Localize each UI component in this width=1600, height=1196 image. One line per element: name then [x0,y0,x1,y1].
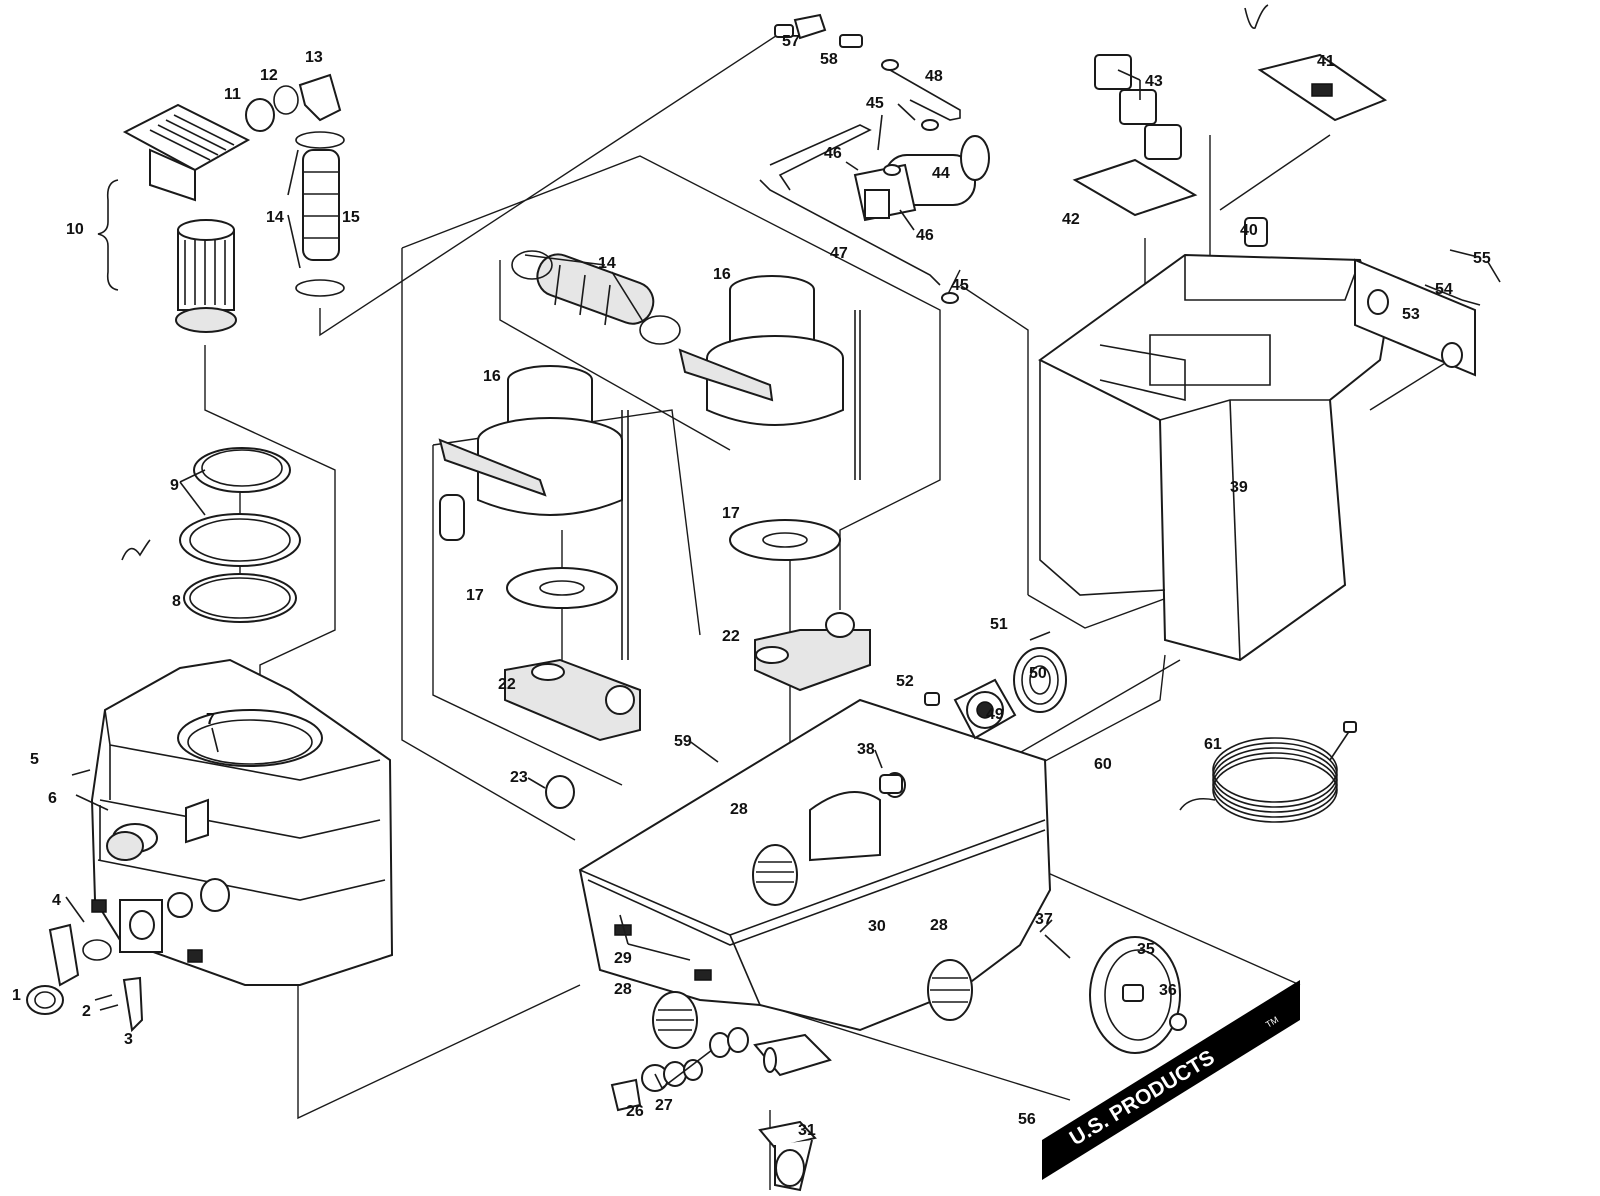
power-cord [1179,721,1357,823]
part-number: 28 [930,917,948,934]
part-number: 23 [510,769,528,786]
part-number: 28 [730,801,748,818]
switch-panel [1072,53,1388,217]
part-number: 8 [172,593,181,610]
part-number: 1 [12,987,21,1004]
part-number: 14 [266,209,284,226]
part-number: 22 [722,628,740,645]
part-number: 51 [990,616,1008,633]
recovery-tank-lid [90,658,394,986]
part-number: 31 [798,1122,816,1139]
part-number: 55 [1473,250,1491,267]
part-number: 49 [986,706,1004,723]
part-number: 6 [48,790,57,807]
part-number: 26 [626,1103,644,1120]
part-number: 58 [820,51,838,68]
clip-icon [121,539,151,561]
part-number: 3 [124,1031,133,1048]
tank-seal-rings [179,447,301,623]
part-number: 14 [598,255,616,272]
part-number: 12 [260,67,278,84]
part-number: 38 [857,741,875,758]
part-number: 48 [925,68,943,85]
fittings-and-seals [610,774,903,1112]
part-number: 17 [466,587,484,604]
part-number: 39 [1230,479,1248,496]
part-number: 11 [224,86,241,103]
part-number: 28 [614,981,632,998]
vacuum-motor-right [678,275,871,692]
part-number: 46 [916,227,934,244]
filter-assembly [97,73,345,333]
part-number: 37 [1035,911,1053,928]
part-number: 59 [674,733,692,750]
part-number: 17 [722,505,740,522]
part-number: 16 [713,266,731,283]
wheel [1044,934,1187,1054]
part-number: 36 [1159,982,1177,999]
part-number: 42 [1062,211,1080,228]
part-number: 29 [614,950,632,967]
part-number: 57 [782,33,800,50]
part-number: 44 [932,165,950,182]
part-number: 45 [866,95,884,112]
part-number: 56 [1018,1111,1036,1128]
part-number: 35 [1137,941,1155,958]
clip-icon [1244,4,1269,29]
part-number: 27 [655,1097,673,1114]
part-number: 50 [1029,665,1047,682]
part-number: 53 [1402,306,1420,323]
part-number: 45 [951,277,969,294]
part-number: 13 [305,49,323,66]
part-number: 16 [483,368,501,385]
part-number: 22 [498,676,516,693]
brand-badge-bg [1042,980,1300,1180]
brand-name: U.S. PRODUCTS [1066,1046,1219,1150]
part-number: 4 [52,892,61,909]
part-number: 15 [342,209,360,226]
part-number: 9 [170,477,179,494]
vacuum-motor-left [438,365,641,742]
fan [924,631,1067,740]
dump-valve-parts [26,923,144,1033]
part-number: 2 [82,1003,91,1020]
part-number: 47 [830,245,848,262]
part-number: 10 [66,221,84,238]
caster [753,1033,832,1192]
part-number: 52 [896,673,914,690]
motor-hose [511,250,681,345]
part-number: 30 [868,918,886,935]
part-labels: 1 2 3 4 5 6 7 8 9 10 11 12 13 14 14 15 1… [12,33,1491,1139]
part-number: 41 [1317,53,1335,70]
leader-arrows [65,69,1501,1089]
part-number: 46 [824,145,842,162]
part-number: 7 [206,711,215,728]
machine-base [545,698,1052,1049]
part-number: 61 [1204,736,1222,753]
part-number: 40 [1240,222,1258,239]
pump-assembly [759,13,990,304]
part-number: 43 [1145,73,1163,90]
part-number: 60 [1094,756,1112,773]
solution-tank [1038,217,1476,662]
part-number: 5 [30,751,39,768]
